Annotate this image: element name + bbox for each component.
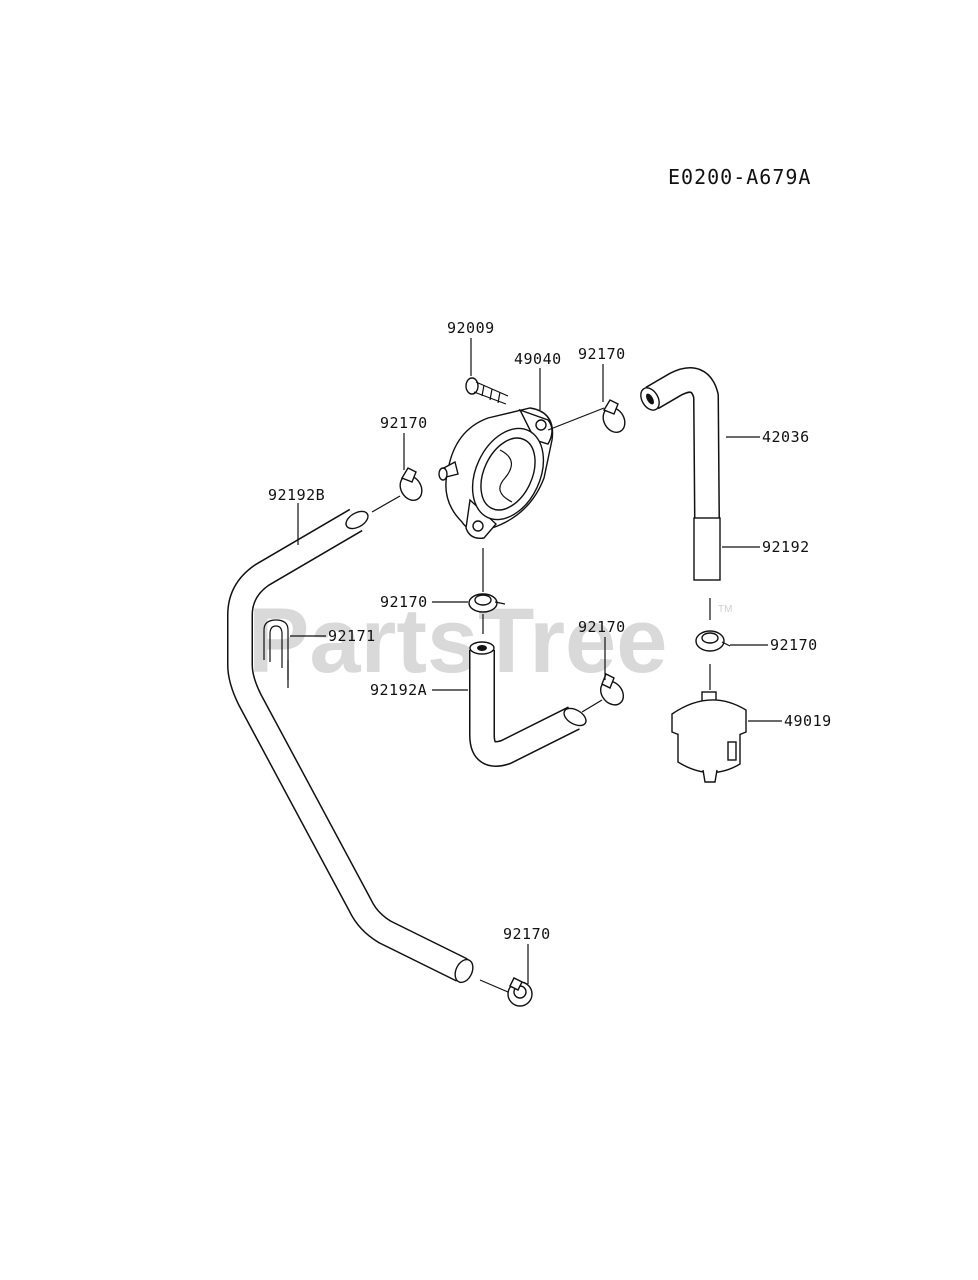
label-hose-short: 92192 xyxy=(762,538,810,556)
clamp-bottom-part xyxy=(507,977,533,1007)
clamp-pump-outlet-part xyxy=(602,399,626,434)
label-fuel-filter: 49019 xyxy=(784,712,832,730)
fuel-pump-part xyxy=(438,407,554,539)
label-clamp-center: 92170 xyxy=(380,593,428,611)
label-clamp-pump-inlet: 92170 xyxy=(380,414,428,432)
label-clamp-pump-outlet: 92170 xyxy=(578,345,626,363)
clamp-hose-a-part xyxy=(599,673,625,706)
label-hose-clip: 92171 xyxy=(328,627,376,645)
label-fuel-pump: 49040 xyxy=(514,350,562,368)
label-screw: 92009 xyxy=(447,319,495,337)
label-hose-long: 92192B xyxy=(268,486,325,504)
label-clamp-bottom: 92170 xyxy=(503,925,551,943)
hose-a-part xyxy=(469,641,587,767)
leader-lines xyxy=(287,338,782,993)
label-hose-elbow: 42036 xyxy=(762,428,810,446)
diagram-code: E0200-A679A xyxy=(668,165,811,189)
clamp-filter-part xyxy=(695,630,731,652)
label-clamp-filter: 92170 xyxy=(770,636,818,654)
label-clamp-hose-a: 92170 xyxy=(578,618,626,636)
clamp-pump-inlet-part xyxy=(399,467,423,502)
elbow-hose-part xyxy=(640,367,720,521)
watermark: PartsTree xyxy=(248,590,667,692)
short-hose-part xyxy=(693,517,721,581)
fuel-filter-part xyxy=(671,691,747,783)
long-fuel-hose xyxy=(227,508,474,984)
screw-part xyxy=(465,377,509,405)
hose-clip-part xyxy=(263,619,289,680)
clamp-center-part xyxy=(468,593,506,613)
watermark-trademark: TM xyxy=(718,604,732,615)
label-hose-a: 92192A xyxy=(370,681,427,699)
